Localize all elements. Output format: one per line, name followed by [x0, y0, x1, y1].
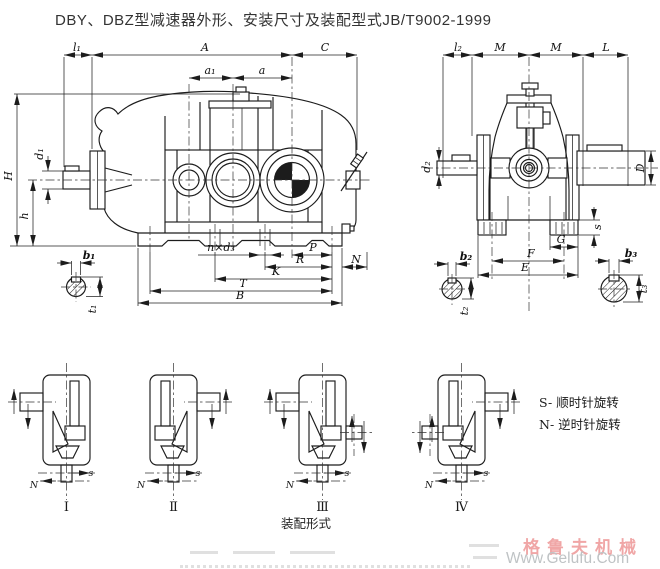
dim-label-t2: t₂	[458, 307, 471, 316]
dim-label-d1: d₁	[33, 148, 46, 159]
front-dimensions-top: l₁ A C a₁ a	[63, 41, 358, 167]
legend-counterclockwise: N- 逆时针旋转	[539, 417, 621, 432]
oil-level-gauge	[340, 151, 368, 192]
dim-label-h: h	[18, 212, 31, 219]
arrow-label-s: s	[345, 468, 350, 479]
arrow-label-n: N	[424, 480, 434, 491]
front-dimensions-left: H h d₁	[2, 93, 240, 247]
dim-label-M2: M	[549, 41, 562, 54]
breather-cap	[208, 86, 272, 150]
faint-mark	[190, 551, 218, 554]
shaft-section-detail-3: b₃ t₃	[595, 247, 650, 307]
front-dimensions-bottom: n×d₃ P R N K T B	[137, 241, 368, 306]
dim-label-L: L	[601, 41, 609, 54]
dim-label-b3: b₃	[625, 247, 638, 260]
dim-label-K: K	[271, 265, 281, 278]
dim-label-a: a	[259, 64, 266, 77]
dim-label-l1: l₁	[73, 41, 81, 54]
arrow-label-s: s	[196, 468, 201, 479]
watermark-site: Www.Gelufu.Com	[506, 550, 630, 567]
watermark-brand: 格鲁夫机械	[523, 538, 643, 557]
assembly-diagram-2: s N Ⅱ	[136, 363, 232, 515]
dim-label-a1: a₁	[205, 64, 216, 77]
shaft-section-detail-1: b₁ t₁	[57, 249, 103, 313]
dim-label-H: H	[2, 171, 15, 182]
dim-label-P: P	[308, 241, 317, 254]
rotation-legend: S- 顺时针旋转 N- 逆时针旋转	[539, 392, 621, 436]
breather-cap-side	[521, 82, 539, 97]
dim-label-F: F	[526, 247, 535, 260]
feet	[477, 219, 579, 236]
faint-mark	[473, 556, 497, 559]
bearing-bores	[172, 147, 325, 213]
arrow-label-n: N	[29, 480, 39, 491]
assembly-diagram-1: s N Ⅰ	[8, 363, 95, 515]
faint-mark	[180, 565, 470, 568]
side-shaft-dims: d₂ D	[420, 147, 656, 189]
faint-mark	[233, 551, 275, 554]
dim-label-s: s	[591, 224, 604, 230]
dim-label-b1: b₁	[83, 249, 96, 262]
assembly-numeral-3: Ⅲ	[316, 500, 329, 515]
arrow-label-n: N	[285, 480, 295, 491]
dim-label-b2: b₂	[460, 250, 473, 263]
arrow-label-s: s	[484, 468, 489, 479]
arrow-label-s: s	[89, 468, 94, 479]
dim-label-B: B	[235, 289, 244, 302]
assembly-numeral-1: Ⅰ	[64, 500, 69, 515]
dim-label-M1: M	[493, 41, 506, 54]
dim-label-G: G	[557, 233, 566, 246]
dim-label-C: C	[321, 41, 330, 54]
assembly-caption: 装配形式	[280, 517, 331, 531]
front-view: l₁ A C a₁ a H h d₁	[2, 41, 372, 313]
arrow-label-n: N	[136, 480, 146, 491]
dim-label-N: N	[350, 253, 361, 266]
dim-label-t1: t₁	[86, 305, 99, 314]
dim-label-t3: t₃	[637, 285, 650, 294]
shaft-section-detail-2: b₂ t₂	[434, 250, 474, 315]
base-flange	[137, 233, 343, 247]
faint-mark	[290, 551, 335, 554]
dim-label-l2: l₂	[454, 41, 462, 54]
page-title: DBY、DBZ型减速器外形、安装尺寸及装配型式JB/T9002-1999	[55, 12, 492, 29]
assembly-numeral-4: Ⅳ	[455, 500, 469, 515]
legend-clockwise: S- 顺时针旋转	[539, 395, 619, 410]
dim-label-R: R	[295, 253, 304, 266]
dim-label-E: E	[520, 261, 529, 274]
dim-label-T: T	[239, 277, 248, 290]
side-dimensions-bottom: s G F E	[477, 207, 604, 278]
side-view: l₂ M M L d₂ D s	[420, 41, 658, 315]
assembly-diagram-3: s N Ⅲ	[264, 363, 372, 515]
dim-label-A: A	[200, 41, 209, 54]
assembly-numeral-2: Ⅱ	[169, 500, 178, 515]
dim-label-nxd3: n×d₃	[207, 241, 235, 254]
dim-label-D: D	[634, 163, 647, 173]
faint-mark	[469, 544, 499, 547]
dim-label-d2: d₂	[420, 161, 433, 172]
assembly-diagram-4: s N Ⅳ	[412, 363, 520, 515]
side-dimensions-top: l₂ M M L	[442, 41, 629, 186]
